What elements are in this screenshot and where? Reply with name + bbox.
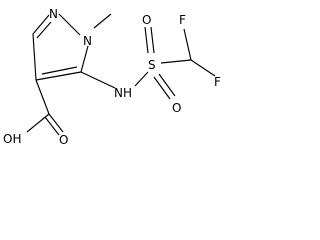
structure-canvas: N N NH S O O F F OH O [0, 0, 236, 160]
atom-oh: OH [3, 132, 21, 146]
bond-s-o-bottom-2 [158, 73, 176, 97]
bond-c4-c5-inner [41, 66, 78, 75]
bond-c5-n2 [80, 45, 89, 73]
bond-s-o-top-2 [150, 26, 155, 54]
bond-c5-nh [80, 71, 116, 89]
bond-c4-cooh [35, 79, 50, 115]
atom-nh: NH [114, 86, 132, 100]
bond-c4-c5 [35, 71, 82, 81]
atom-n2: N [83, 34, 92, 48]
bond-nh-s [134, 71, 149, 87]
bond-c-o-double-2 [44, 116, 60, 136]
atom-o-acid: O [59, 133, 68, 147]
atom-s: S [148, 58, 156, 72]
atom-o-top: O [142, 13, 151, 27]
bond-n1-c [32, 14, 50, 35]
bond-c-oh [26, 113, 50, 133]
atom-n1: N [49, 7, 58, 21]
bond-s-o-bottom [153, 76, 171, 100]
atom-f-top: F [179, 13, 186, 27]
bond-n2-n1 [58, 13, 81, 36]
bond-c-c4 [32, 33, 37, 81]
atom-f-right: F [214, 75, 221, 89]
bond-n1-c-inner [36, 21, 52, 39]
bond-c-f-top [183, 28, 192, 61]
bond-s-o-top [144, 26, 149, 54]
bond-c-f-right [190, 59, 216, 77]
molecule-diagram: N N NH S O O F F OH O [3, 7, 221, 147]
bond-c-o-double [48, 113, 64, 133]
atom-o-bottom: O [172, 101, 181, 115]
bond-s-chf2 [160, 59, 192, 64]
bond-n2-methyl [93, 13, 112, 29]
